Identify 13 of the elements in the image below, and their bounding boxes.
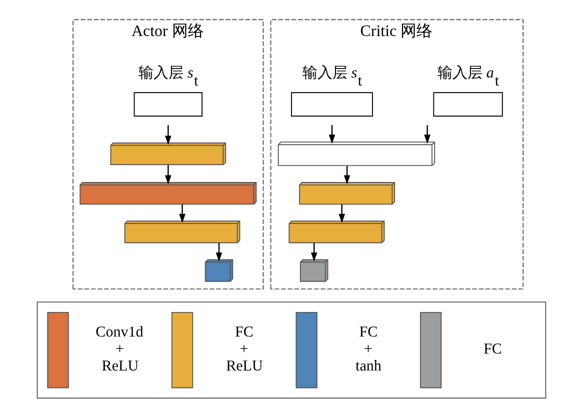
legend-label: Conv1d + ReLU	[95, 324, 143, 375]
arrow	[343, 166, 350, 184]
arrow	[424, 125, 430, 144]
legend-label: FC + ReLU	[226, 324, 262, 375]
arrow	[164, 165, 171, 184]
arrow	[164, 125, 171, 145]
legend-label: FC	[483, 342, 502, 358]
arrow	[310, 242, 317, 262]
arrow	[338, 204, 345, 223]
arrow	[215, 242, 222, 262]
arrow	[178, 204, 185, 223]
arrow	[328, 125, 335, 144]
legend-label: FC + tanh	[355, 324, 381, 375]
